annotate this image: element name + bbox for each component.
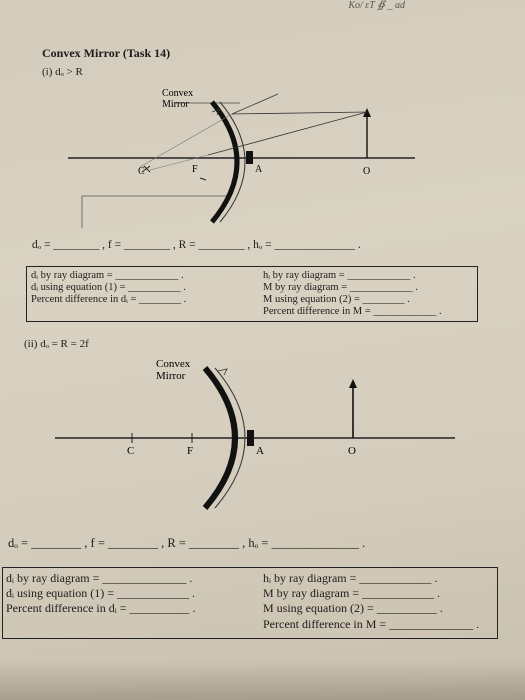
part1-point-a-marker — [246, 151, 253, 164]
part2-point-a: A — [256, 445, 264, 457]
part1-ray — [231, 93, 279, 115]
header-scribble: Ko/ ɛT ∯ _ ad — [348, 0, 405, 11]
part1-mirror-label-2: Mirror — [162, 99, 189, 110]
part1-mirror-label-1: Convex — [162, 88, 193, 99]
part1-point-c: C — [138, 166, 145, 177]
part1-ray-arrow — [211, 108, 221, 116]
part1-m-ray: M by ray diagram = ____________ . — [263, 282, 418, 293]
part2-mirror-label-2: Mirror — [156, 370, 186, 382]
part1-m-percent: Percent difference in M = ____________ . — [263, 306, 442, 317]
part1-given-fields: dₒ = ________ , f = ________ , R = _____… — [32, 239, 361, 251]
part1-mirror-hatch — [219, 101, 246, 223]
part1-ray — [149, 154, 209, 171]
part2-point-a-marker — [247, 430, 254, 446]
part1-point-o: O — [363, 166, 370, 177]
part2-label: (ii) dₒ = R = 2f — [24, 338, 89, 350]
part1-answer-box: dᵢ by ray diagram = ____________ . dᵢ us… — [26, 266, 478, 322]
part2-point-c: C — [127, 445, 134, 457]
part2-point-f: F — [187, 445, 193, 457]
part2-ray-arrow — [217, 368, 228, 376]
part2-mirror-label-1: Convex — [156, 358, 191, 370]
part2-m-equation: M using equation (2) = __________ . — [263, 601, 443, 615]
part2-mirror-hatch — [214, 367, 246, 509]
part1-point-a: A — [255, 164, 263, 175]
part1-object-arrowhead — [363, 108, 371, 117]
part1-ray — [207, 111, 368, 156]
part2-hi-ray: hᵢ by ray diagram = ____________ . — [263, 571, 438, 585]
part2-object-arrowhead — [349, 379, 357, 388]
part1-c-mark — [141, 165, 151, 173]
worksheet-title: Convex Mirror (Task 14) — [42, 46, 171, 60]
part1-di-percent: Percent difference in dᵢ = ________ . — [31, 294, 187, 305]
part2-di-percent: Percent difference in dᵢ = __________ . — [6, 601, 196, 615]
part2-m-percent: Percent difference in M = ______________… — [263, 617, 480, 631]
part2-given-fields: dₒ = ________ , f = ________ , R = _____… — [8, 536, 366, 550]
part1-mirror — [210, 100, 240, 224]
part1-label: (i) dₒ > R — [42, 66, 83, 78]
page-shadow — [0, 660, 525, 700]
part2-di-equation: dᵢ using equation (1) = ____________ . — [6, 586, 196, 600]
part1-f-tick — [199, 177, 207, 181]
part1-ray — [231, 111, 368, 115]
part2-answer-box: dᵢ by ray diagram = ______________ . dᵢ … — [2, 567, 498, 639]
part1-hi-ray: hᵢ by ray diagram = ____________ . — [263, 270, 416, 281]
part2-mirror — [202, 366, 238, 510]
part1-point-f: F — [192, 164, 198, 175]
part2-m-ray: M by ray diagram = ____________ . — [263, 586, 441, 600]
part2-point-o: O — [348, 445, 356, 457]
part1-di-equation: dᵢ using equation (1) = __________ . — [31, 282, 186, 293]
part1-ray — [139, 113, 233, 168]
part1-di-ray: dᵢ by ray diagram = ____________ . — [31, 270, 184, 281]
part1-m-equation: M using equation (2) = ________ . — [263, 294, 410, 305]
part2-di-ray: dᵢ by ray diagram = ______________ . — [6, 571, 193, 585]
